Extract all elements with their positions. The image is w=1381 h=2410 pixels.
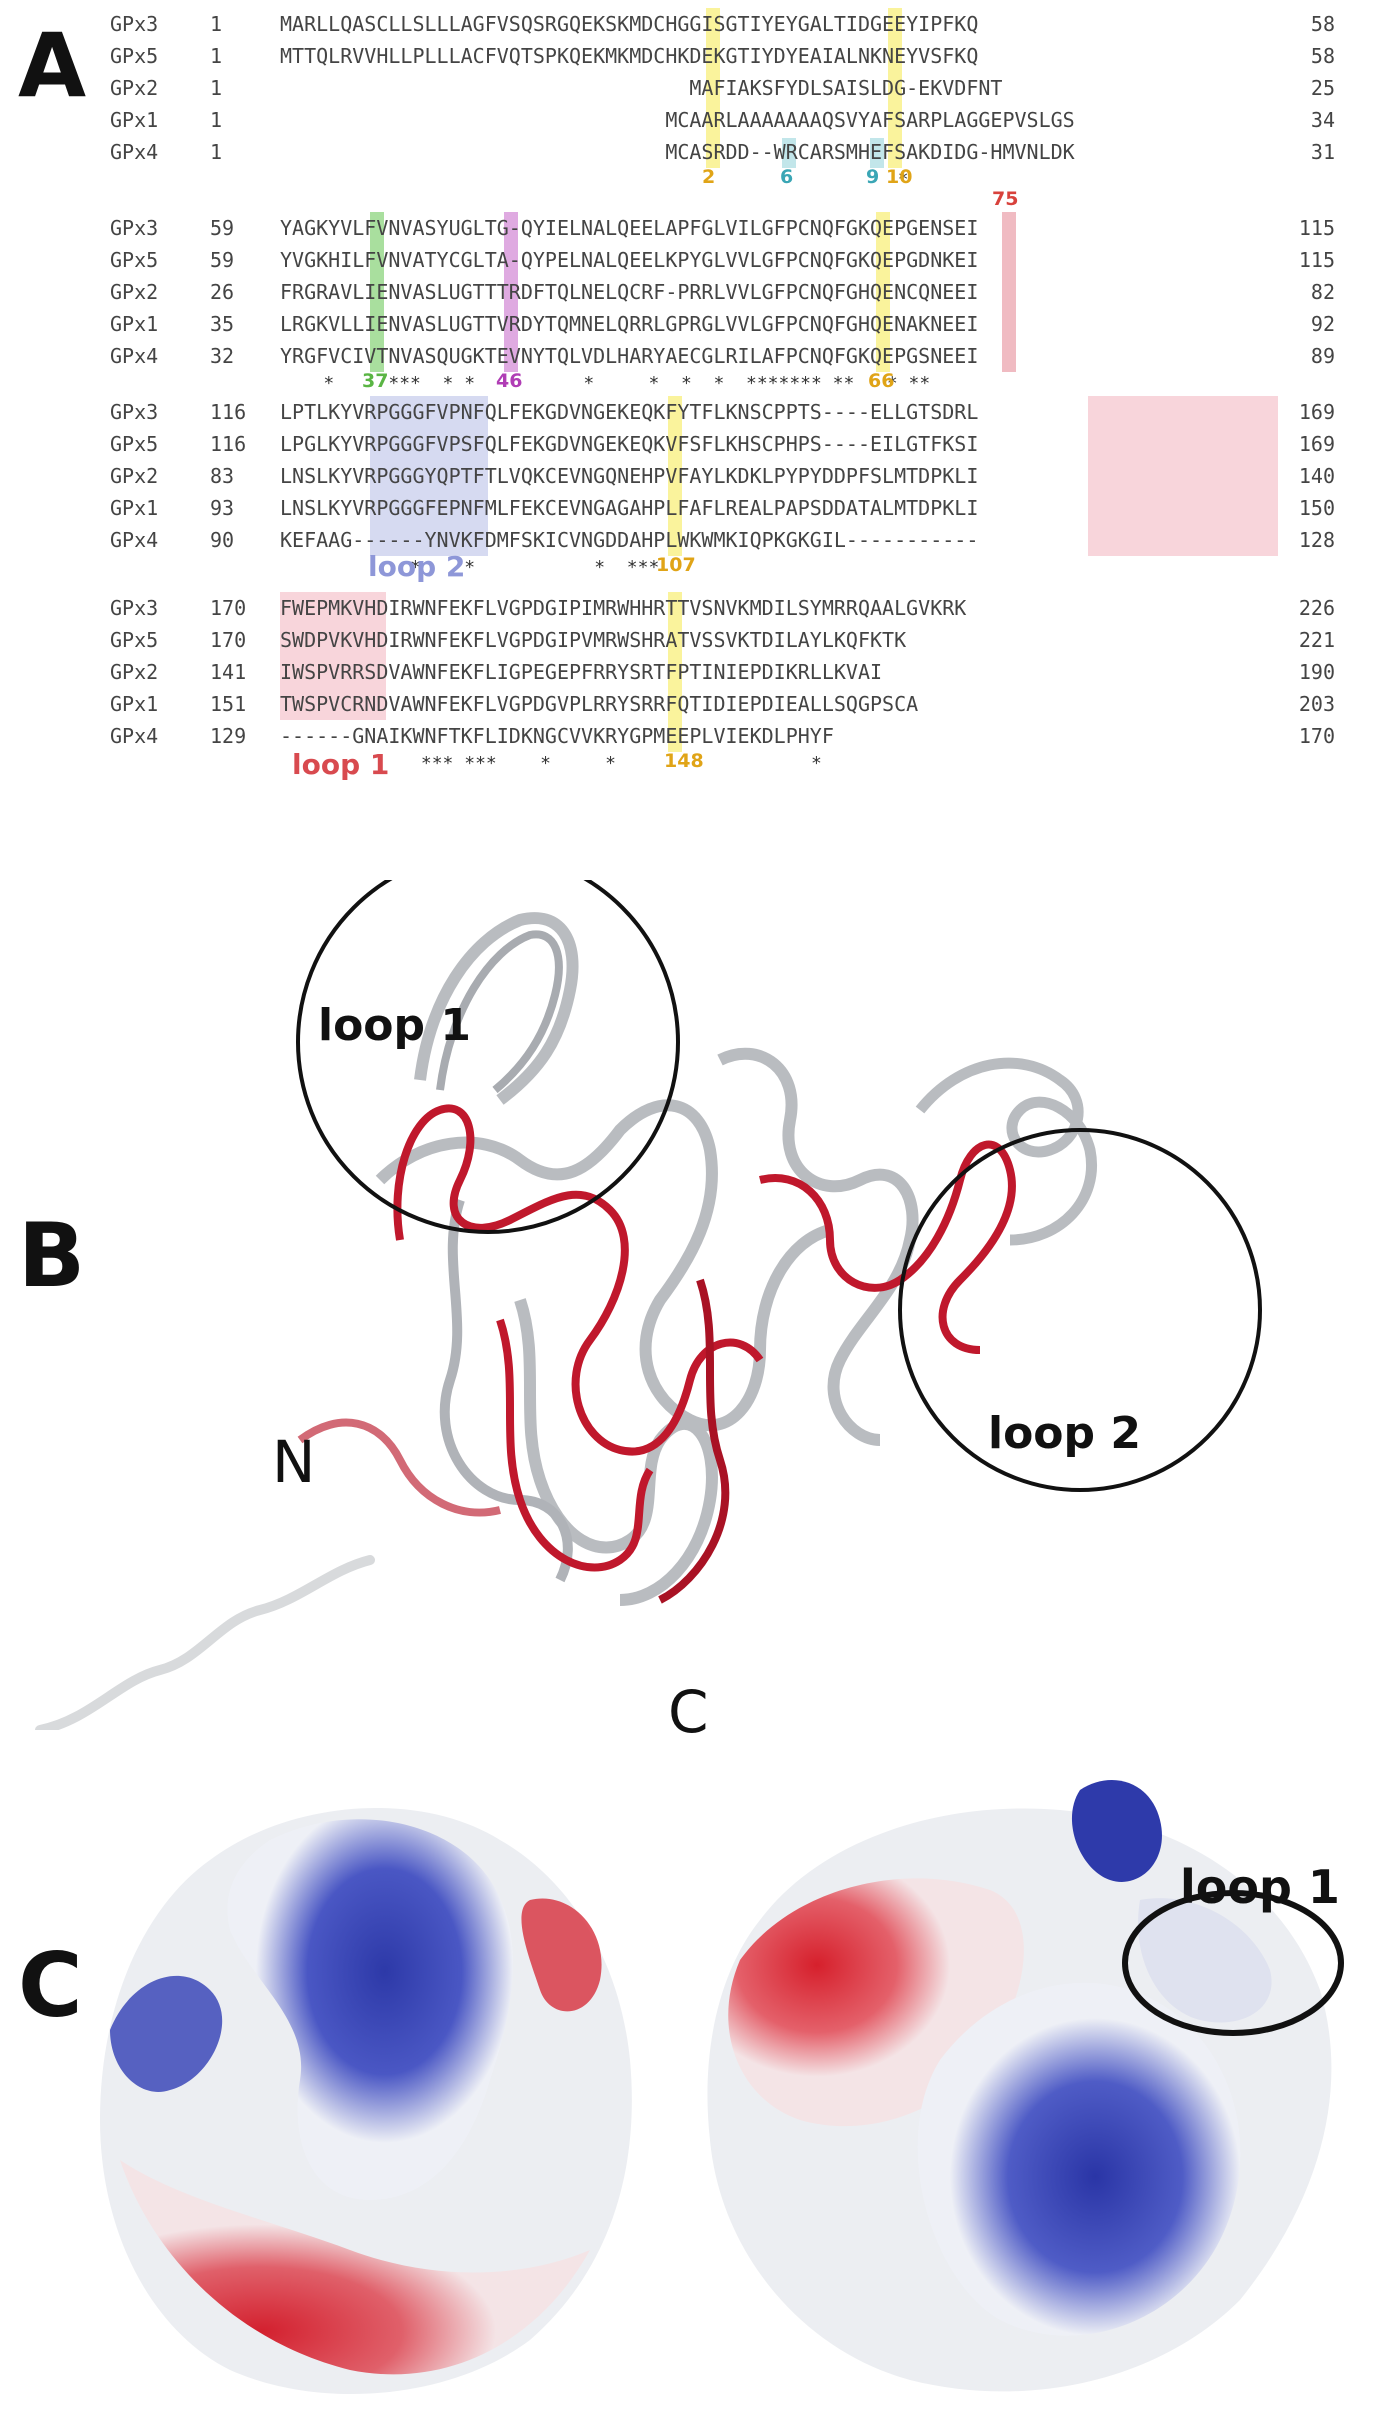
label-pos-6: 6: [780, 166, 794, 188]
consensus-row: * * * ***: [280, 557, 660, 578]
ribbon-loop1-gray: [414, 912, 579, 1105]
label-pos-107: 107: [656, 554, 696, 576]
ribbon-gpx4-red-4: [297, 1418, 501, 1517]
consensus-row: *** *** * * *: [280, 753, 822, 774]
label-pos-75: 75: [992, 188, 1019, 210]
ribbon-core-gray-3: [439, 1198, 573, 1583]
surface-d-blue-region: [917, 1982, 1241, 2336]
ribbon-loop1-gray-2: [436, 930, 563, 1094]
highlight-pos-2: [706, 8, 720, 168]
highlight-pos-148: [668, 592, 682, 752]
ribbon-loop2-gray: [915, 1057, 1097, 1246]
highlight-pos-75: [1002, 212, 1016, 372]
highlight-pos-10: [888, 8, 902, 168]
highlight-pos-107: [668, 396, 682, 556]
label-pos-37: 37: [362, 370, 389, 392]
ribbon-tail: [35, 1555, 375, 1730]
protein-structure-ribbon: [35, 880, 1262, 1730]
highlight-loop-1-part-b: [280, 592, 386, 720]
label-pos-66: 66: [868, 370, 895, 392]
n-terminus-label: N: [272, 1428, 316, 1496]
label-pos-2: 2: [702, 166, 716, 188]
loop-2-circle: [898, 1128, 1262, 1492]
highlight-pos-6: [782, 138, 796, 168]
electrostatic-surface-c: [100, 1807, 632, 2394]
panel-letter-b: B: [18, 1204, 86, 1307]
structure-loop-1-label: loop 1: [318, 1000, 471, 1051]
structure-loop-2-label: loop 2: [988, 1408, 1141, 1459]
label-loop-1: loop 1: [292, 748, 390, 781]
panel-letter-c: C: [18, 1934, 83, 2037]
label-pos-10: 10: [886, 166, 913, 188]
surface-loop-1-label: loop 1: [1180, 1860, 1340, 1914]
highlight-pos-46: [504, 212, 518, 372]
consensus-row: * *** * * * * * * ******* ** * **: [280, 373, 931, 394]
surface-d-top-blue-patch: [1071, 1780, 1162, 1882]
surface-c-red-region: [120, 2160, 590, 2375]
surface-c-blue-region: [227, 1819, 514, 2200]
ribbon-core-gray-4: [717, 1047, 919, 1446]
surface-c-blue-patch: [110, 1975, 223, 2092]
ribbon-core-gray-2: [514, 1298, 718, 1606]
highlight-pos-9: [870, 138, 884, 168]
highlight-loop-2: [370, 396, 488, 556]
loop-1-ellipse: [1122, 1890, 1344, 2036]
panel-letter-a: A: [18, 14, 87, 117]
ribbon-gpx4-red-1: [393, 1104, 764, 1456]
ribbon-core-gray-1: [375, 1099, 832, 1432]
ribbon-gpx4-red-5: [658, 1278, 730, 1604]
highlight-loop-1-part-a: [1088, 396, 1278, 556]
consensus-row: *: [280, 169, 909, 190]
highlight-pos-66: [876, 212, 890, 372]
ribbon-gpx4-red-3: [759, 1140, 1016, 1354]
electrostatic-surface-d: [707, 1780, 1344, 2392]
highlight-pos-37: [370, 212, 384, 372]
loop-1-circle: [296, 880, 680, 1234]
label-pos-9: 9: [866, 166, 880, 188]
c-terminus-label: C: [668, 1678, 709, 1746]
label-pos-148: 148: [664, 750, 704, 772]
ribbon-gpx4-red-2: [496, 1318, 654, 1572]
label-pos-46: 46: [496, 370, 523, 392]
surface-d-loop-surface: [1138, 1898, 1272, 2023]
surface-c-red-patch: [521, 1898, 602, 2012]
label-loop-2: loop 2: [368, 550, 466, 583]
